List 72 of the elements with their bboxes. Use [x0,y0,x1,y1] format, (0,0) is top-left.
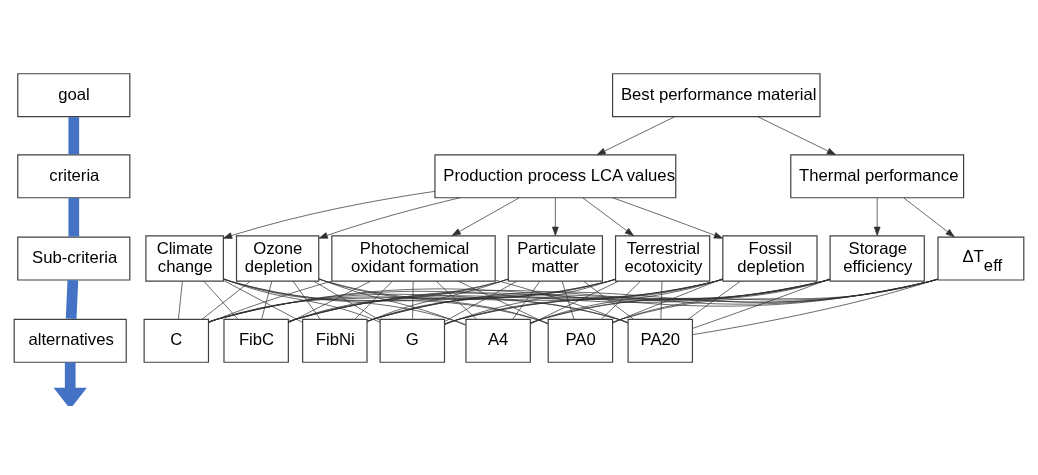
node-box: PA20 [627,318,694,363]
connector [458,280,549,325]
connector [660,281,663,320]
connector [68,198,80,237]
connector [354,281,393,320]
node-box: FibC [223,318,289,363]
connector [208,279,724,323]
connector [612,278,723,324]
connector [583,281,634,320]
node-box: Terrestrial ecotoxicity [614,235,711,282]
arrow [757,116,836,156]
connector [444,280,517,322]
node-box: criteria [17,154,131,199]
connector [223,278,381,323]
connector [223,278,549,324]
connector [530,280,619,325]
connector [203,281,238,320]
connector [288,278,509,323]
arrow [318,197,461,239]
arrow [552,197,559,236]
arrow [873,197,881,236]
connector [412,281,414,320]
node-box: A4 [465,318,531,363]
connector [318,278,549,324]
node-box: Sub-criteria [17,236,131,281]
connector [561,281,575,320]
connector [444,278,616,326]
arrow [582,197,634,237]
connector [512,281,541,320]
arrow [451,197,520,236]
connector [495,279,629,324]
connector [444,278,724,325]
connector [178,281,183,320]
node-box: goal [17,73,131,118]
connector [530,278,724,324]
node-box: Particulate matter [507,235,604,282]
connector [208,280,332,324]
arrow [596,116,675,156]
connector [65,280,79,320]
connector [288,281,371,324]
node-box: Storage efficiency [829,235,925,282]
node-box: Climate change [145,235,224,282]
connector [208,278,509,323]
connector [68,117,80,155]
node-box: Ozone depletion [235,235,320,282]
arrow [223,190,436,239]
connector [436,281,477,320]
connector [601,281,641,320]
node-box: Fossil depletion [722,235,818,282]
node-box: G [379,318,446,363]
node-box: Thermal performance [790,154,965,199]
connector [313,280,381,321]
connector [223,280,303,323]
connector [318,278,466,326]
connector [288,279,724,323]
connector [692,278,831,329]
node-box: alternatives [13,318,127,363]
node-box: PA0 [547,318,614,363]
node-box: Photochemical oxidant formation [331,235,496,282]
connector [201,281,251,320]
node-box: Best performance material [611,73,821,118]
node-box: FibNi [302,318,368,363]
connector [292,281,321,320]
connector [223,278,467,325]
arrow [53,362,87,406]
node-box: Production process LCA values [434,154,677,199]
arrow [903,197,955,238]
connector [687,281,741,320]
connector [261,281,273,320]
arrow [612,197,723,239]
node-box: C [143,318,210,363]
connector [692,278,939,335]
